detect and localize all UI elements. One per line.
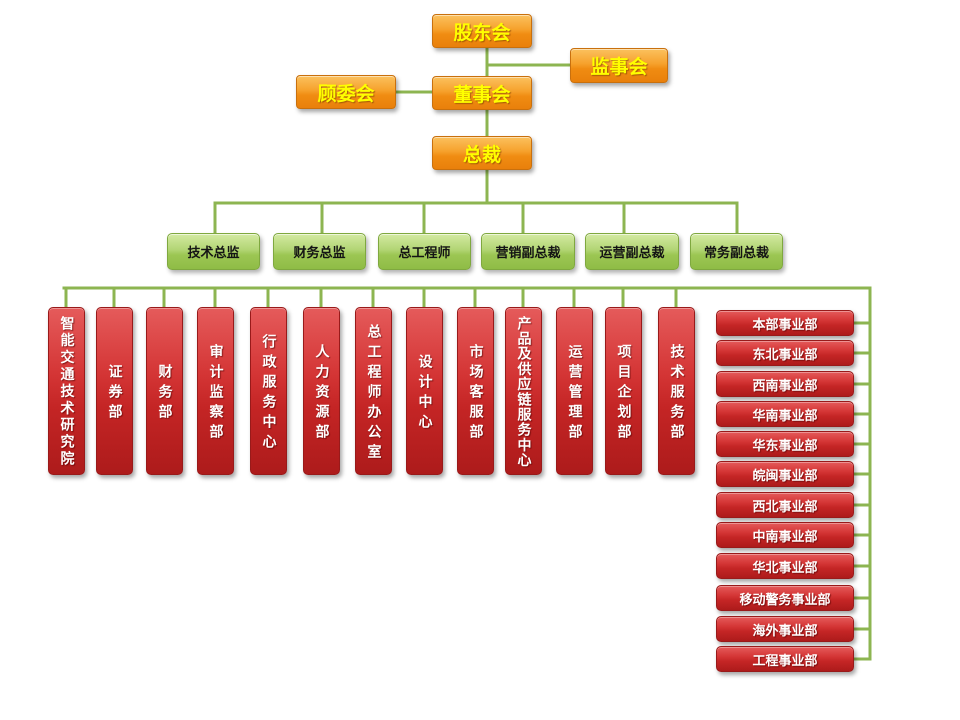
- executive-vp-operations: 运营副总裁: [585, 233, 679, 270]
- department-label: 财务部: [156, 364, 173, 424]
- dept-project-planning: 项目企划部: [605, 307, 642, 475]
- division-overseas: 海外事业部: [716, 616, 854, 642]
- division-northeast: 东北事业部: [716, 340, 854, 366]
- dept-market-customer-service: 市场客服部: [457, 307, 494, 475]
- dept-audit-supervision: 审计监察部: [197, 307, 234, 475]
- executive-chief-engineer: 总工程师: [378, 233, 471, 270]
- advisory-committee-box: 顾委会: [296, 75, 396, 109]
- division-label: 工程事业部: [752, 653, 818, 669]
- division-southwest: 西南事业部: [716, 371, 854, 397]
- division-label: 西北事业部: [752, 499, 818, 515]
- department-label: 智能交通技术研究院: [58, 316, 75, 469]
- advisory-committee-label: 顾委会: [317, 82, 375, 105]
- dept-chief-engineer-office: 总工程师办公室: [355, 307, 392, 475]
- division-headquarters: 本部事业部: [716, 310, 854, 336]
- dept-design-center: 设计中心: [406, 307, 443, 475]
- department-label: 产品及供应链服务中心: [515, 315, 532, 468]
- department-label: 证券部: [106, 364, 123, 424]
- executive-label: 财务总监: [293, 246, 346, 261]
- president-box: 总裁: [432, 136, 532, 170]
- division-label: 东北事业部: [752, 347, 818, 363]
- department-label: 市场客服部: [467, 344, 484, 444]
- division-east-china: 华东事业部: [716, 431, 854, 457]
- department-label: 技术服务部: [668, 344, 685, 444]
- dept-operations-management: 运营管理部: [556, 307, 593, 475]
- executive-label: 营销副总裁: [495, 246, 561, 261]
- dept-its-research-institute: 智能交通技术研究院: [48, 307, 85, 475]
- division-label: 西南事业部: [752, 378, 818, 394]
- supervisory-board-box: 监事会: [570, 48, 668, 83]
- department-label: 人力资源部: [313, 344, 330, 444]
- division-mobile-police: 移动警务事业部: [716, 585, 854, 611]
- department-label: 项目企划部: [615, 344, 632, 444]
- dept-finance: 财务部: [146, 307, 183, 475]
- department-label: 设计中心: [416, 354, 433, 434]
- executive-finance-director: 财务总监: [273, 233, 366, 270]
- department-label: 总工程师办公室: [365, 324, 382, 464]
- division-label: 移动警务事业部: [739, 592, 831, 608]
- dept-product-supply-chain-center: 产品及供应链服务中心: [505, 307, 542, 475]
- division-label: 皖闽事业部: [752, 468, 818, 484]
- division-south-china: 华南事业部: [716, 401, 854, 427]
- executive-vp-marketing: 营销副总裁: [481, 233, 575, 270]
- department-label: 运营管理部: [566, 344, 583, 444]
- division-label: 华北事业部: [752, 560, 818, 576]
- division-label: 本部事业部: [752, 317, 818, 333]
- division-central-south: 中南事业部: [716, 522, 854, 548]
- dept-securities: 证券部: [96, 307, 133, 475]
- shareholders-meeting-label: 股东会: [453, 21, 511, 44]
- division-anhui-fujian: 皖闽事业部: [716, 461, 854, 487]
- division-label: 海外事业部: [752, 623, 818, 639]
- board-of-directors-label: 董事会: [453, 83, 511, 106]
- dept-human-resources: 人力资源部: [303, 307, 340, 475]
- division-label: 华南事业部: [752, 408, 818, 424]
- division-label: 华东事业部: [752, 438, 818, 454]
- dept-admin-service-center: 行政服务中心: [250, 307, 287, 475]
- shareholders-meeting-box: 股东会: [432, 14, 532, 48]
- board-of-directors-box: 董事会: [432, 76, 532, 110]
- executive-label: 运营副总裁: [599, 246, 665, 261]
- department-label: 行政服务中心: [260, 334, 277, 454]
- department-label: 审计监察部: [207, 344, 224, 444]
- president-label: 总裁: [462, 143, 501, 166]
- executive-label: 技术总监: [187, 246, 240, 261]
- division-northwest: 西北事业部: [716, 492, 854, 518]
- division-label: 中南事业部: [752, 529, 818, 545]
- supervisory-board-label: 监事会: [590, 56, 648, 78]
- executive-label: 总工程师: [398, 246, 451, 261]
- dept-technical-service: 技术服务部: [658, 307, 695, 475]
- division-north-china: 华北事业部: [716, 553, 854, 579]
- executive-technical-director: 技术总监: [167, 233, 260, 270]
- division-engineering: 工程事业部: [716, 646, 854, 672]
- executive-label: 常务副总裁: [703, 246, 769, 261]
- executive-executive-vp: 常务副总裁: [690, 233, 783, 270]
